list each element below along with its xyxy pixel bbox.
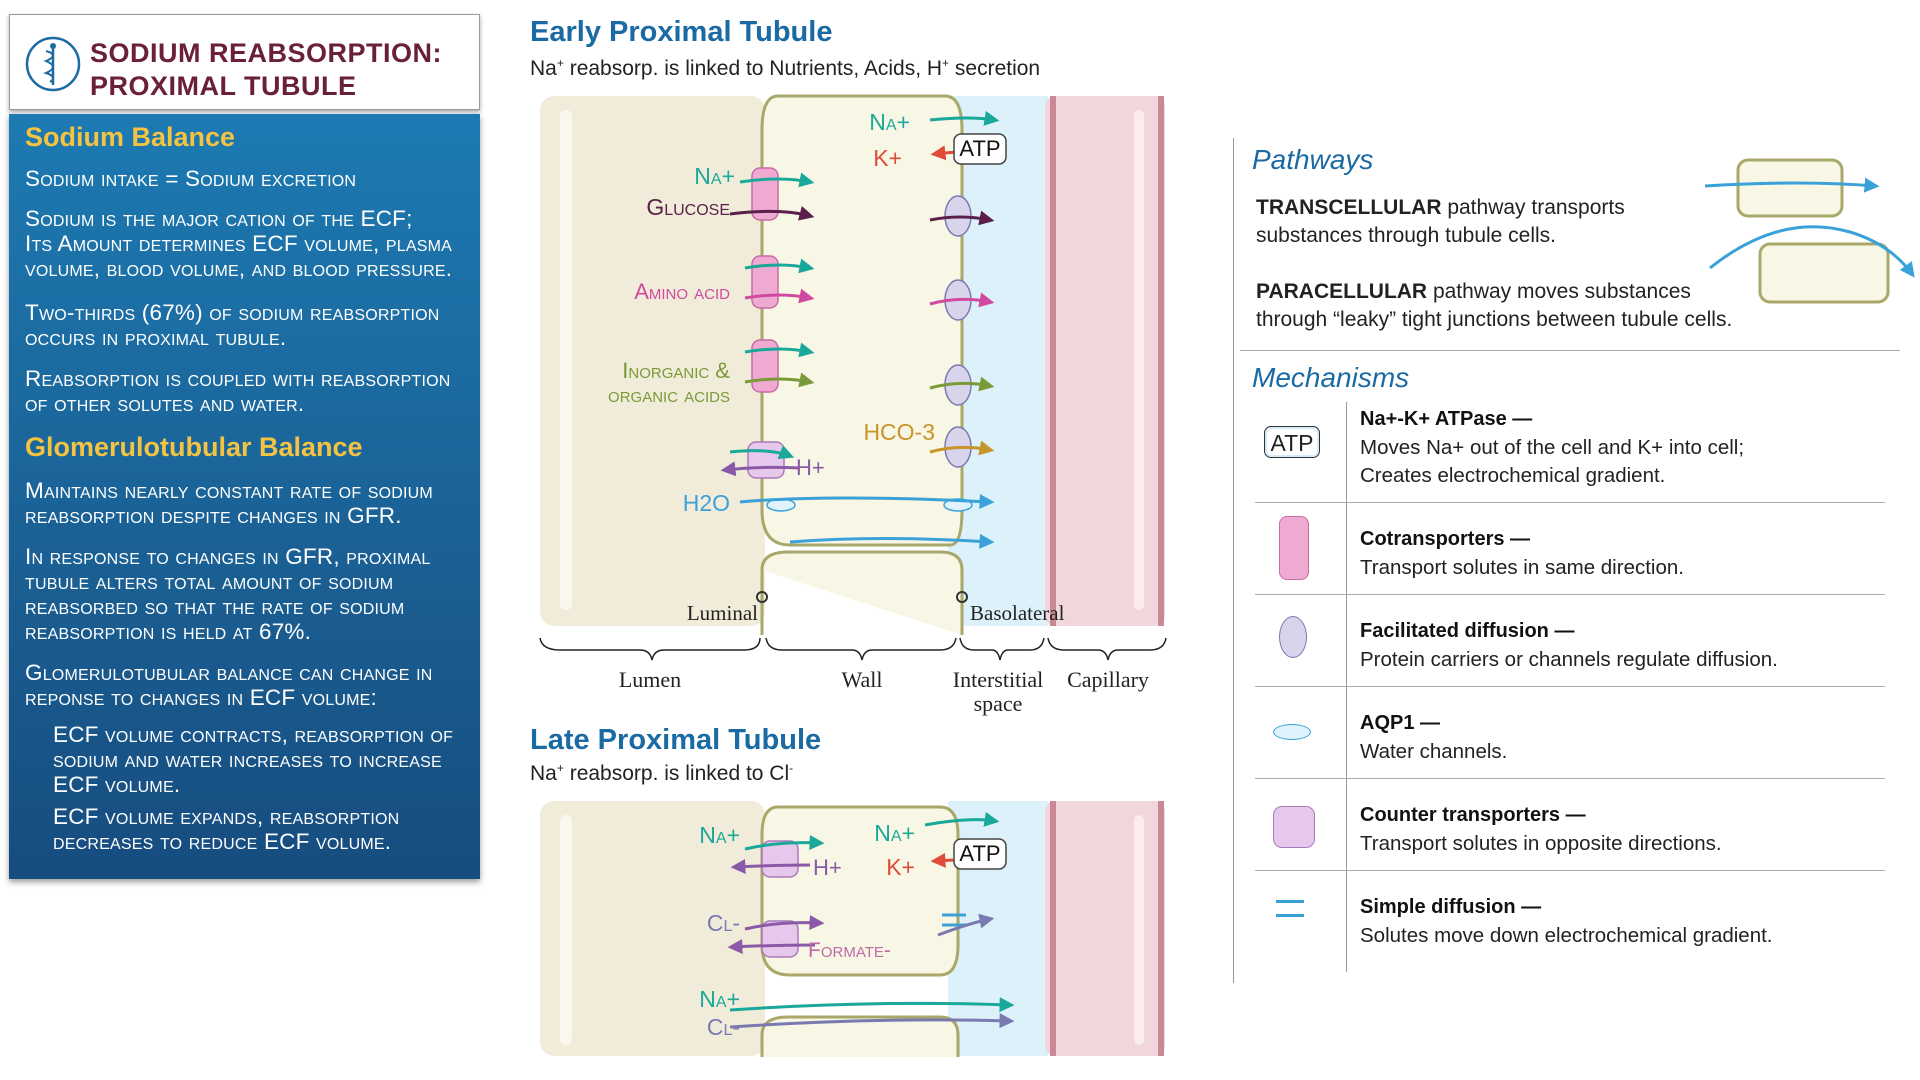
lumen-region bbox=[540, 96, 765, 626]
counter-transporter-icon bbox=[747, 441, 785, 479]
mechanism-desc-simple: Solutes move down electrochemical gradie… bbox=[1360, 924, 1773, 947]
cl-label: Cl- bbox=[707, 910, 740, 936]
hco3-label: HCO-3 bbox=[863, 419, 935, 445]
simple-diffusion-icon bbox=[1276, 914, 1304, 917]
section-divider bbox=[1240, 350, 1900, 351]
row-divider bbox=[1255, 686, 1885, 687]
transcellular-arrow-icon bbox=[1704, 177, 1880, 193]
cotransporter-icon bbox=[1279, 516, 1309, 580]
gt-text-3: Glomerulotubular balance can change in r… bbox=[25, 660, 433, 710]
atpase-pump-icon bbox=[953, 133, 1007, 165]
inorganic-label: Inorganic & bbox=[622, 358, 730, 383]
late-tubule-diagram: ATP Na+ H+ Cl- Formate- Na+ K+ Na+ Cl- bbox=[540, 801, 1165, 1057]
title-card: SODIUM REABSORPTION: PROXIMAL TUBULE bbox=[9, 14, 480, 110]
organic-acids-label: organic acids bbox=[608, 382, 730, 407]
legend-divider bbox=[1233, 138, 1234, 983]
h-plus-label: H+ bbox=[813, 855, 842, 880]
luminal-label: Luminal bbox=[687, 601, 758, 625]
mechanism-desc-counter: Transport solutes in opposite directions… bbox=[1360, 832, 1722, 855]
mechanism-name-facilitated: Facilitated diffusion — bbox=[1360, 620, 1575, 642]
na-label: Na+ bbox=[694, 163, 735, 189]
na-top-label: Na+ bbox=[874, 820, 915, 846]
capillary-region bbox=[1045, 801, 1165, 1056]
cl-label-2: Cl- bbox=[707, 1014, 740, 1040]
sodium-balance-text-3: Two-thirds (67%) of sodium reabsorption … bbox=[25, 300, 440, 350]
space-label: space bbox=[974, 691, 1023, 716]
k-label: K+ bbox=[873, 145, 902, 171]
na-label-2: Na+ bbox=[699, 986, 740, 1012]
title-line-2: PROXIMAL TUBULE bbox=[90, 71, 357, 101]
facilitated-diffusion-icon bbox=[1279, 616, 1307, 658]
atpase-icon: ATP bbox=[1264, 426, 1320, 458]
lumen-label: Lumen bbox=[619, 667, 681, 692]
sodium-balance-text-2: Sodium is the major cation of the ECF; I… bbox=[25, 206, 453, 281]
k-label: K+ bbox=[886, 854, 915, 880]
basolateral-label: Basolateral bbox=[970, 601, 1065, 625]
summary-panel: Sodium Balance Sodium intake = Sodium ex… bbox=[9, 114, 480, 879]
mechanism-name-cotransporters: Cotransporters — bbox=[1360, 528, 1531, 550]
sodium-balance-text-1: Sodium intake = Sodium excretion bbox=[25, 166, 357, 191]
early-subtitle: Na+ reabsorp. is linked to Nutrients, Ac… bbox=[530, 56, 1041, 80]
sodium-balance-text-4: Reabsorption is coupled with reabsorptio… bbox=[25, 366, 451, 416]
tubule-cell bbox=[760, 94, 964, 547]
gt-text-5: ECF volume expands, reabsorption decreas… bbox=[53, 804, 400, 854]
glomerulotubular-heading: Glomerulotubular Balance bbox=[25, 432, 363, 462]
gt-text-2: In response to changes in GFR, proximal … bbox=[25, 544, 431, 644]
transcellular-cell-icon bbox=[1736, 158, 1844, 218]
mechanism-desc-cotransporters: Transport solutes in same direction. bbox=[1360, 556, 1684, 579]
capillary-region bbox=[1045, 96, 1165, 626]
na-top-label: Na+ bbox=[869, 109, 910, 135]
mechanism-desc-facilitated: Protein carriers or channels regulate di… bbox=[1360, 648, 1778, 671]
gt-text-1: Maintains nearly constant rate of sodium… bbox=[25, 478, 433, 528]
h2o-label: H2O bbox=[683, 490, 730, 516]
mechanism-name-simple: Simple diffusion — bbox=[1360, 896, 1542, 918]
paracellular-arrow-icon bbox=[1709, 225, 1915, 278]
atp-label: ATP bbox=[959, 136, 1000, 161]
mechanism-desc-aqp1: Water channels. bbox=[1360, 740, 1508, 763]
h-plus-label: H+ bbox=[796, 455, 825, 480]
atp-label: ATP bbox=[959, 841, 1000, 866]
glucose-label: Glucose bbox=[646, 194, 730, 220]
page-title: SODIUM REABSORPTION: PROXIMAL TUBULE bbox=[90, 37, 442, 103]
simple-diffusion-icon bbox=[1276, 900, 1304, 903]
pathways-illustration bbox=[1704, 158, 1915, 304]
mechanisms-column-divider bbox=[1346, 402, 1347, 972]
row-divider bbox=[1255, 870, 1885, 871]
lumen-region bbox=[540, 801, 765, 1056]
counter-transporter-icon bbox=[761, 920, 799, 958]
atpase-pump-icon bbox=[953, 838, 1007, 870]
caduceus-logo-icon bbox=[25, 36, 81, 92]
mechanism-name-counter: Counter transporters — bbox=[1360, 804, 1586, 826]
basolateral-junction-icon bbox=[956, 591, 968, 603]
aqp1-icon bbox=[1273, 724, 1311, 740]
counter-transporter-icon bbox=[1273, 806, 1315, 848]
late-title: Late Proximal Tubule bbox=[530, 724, 822, 756]
formate-label: Formate- bbox=[808, 939, 891, 962]
interstitial-region bbox=[948, 96, 1048, 626]
early-title: Early Proximal Tubule bbox=[530, 16, 833, 48]
wall-label: Wall bbox=[842, 667, 883, 692]
title-line-1: SODIUM REABSORPTION: bbox=[90, 38, 443, 68]
mechanism-name-atpase: Na+-K+ ATPase — bbox=[1360, 408, 1533, 430]
capillary-label: Capillary bbox=[1067, 667, 1149, 692]
row-divider bbox=[1255, 502, 1885, 503]
gt-text-4: ECF volume contracts, reabsorption of so… bbox=[53, 722, 454, 797]
mechanisms-heading: Mechanisms bbox=[1252, 362, 1410, 393]
luminal-junction-icon bbox=[756, 591, 768, 603]
late-subtitle: Na+ reabsorp. is linked to Cl- bbox=[530, 761, 794, 785]
row-divider bbox=[1255, 594, 1885, 595]
sodium-balance-heading: Sodium Balance bbox=[25, 122, 236, 152]
na-label: Na+ bbox=[699, 822, 740, 848]
mechanism-name-aqp1: AQP1 — bbox=[1360, 712, 1441, 734]
mechanism-desc-atpase: Moves Na+ out of the cell and K+ into ce… bbox=[1360, 436, 1745, 487]
early-tubule-diagram: ATP Na+ Glucose Amino acid Inorganic & o… bbox=[539, 94, 1167, 716]
row-divider bbox=[1255, 778, 1885, 779]
counter-transporter-icon bbox=[761, 840, 799, 878]
paracellular-cell-icon bbox=[1758, 242, 1890, 304]
amino-acid-label: Amino acid bbox=[634, 279, 730, 304]
interstitial-label: Interstitial bbox=[953, 667, 1043, 692]
pathways-heading: Pathways bbox=[1252, 144, 1374, 175]
